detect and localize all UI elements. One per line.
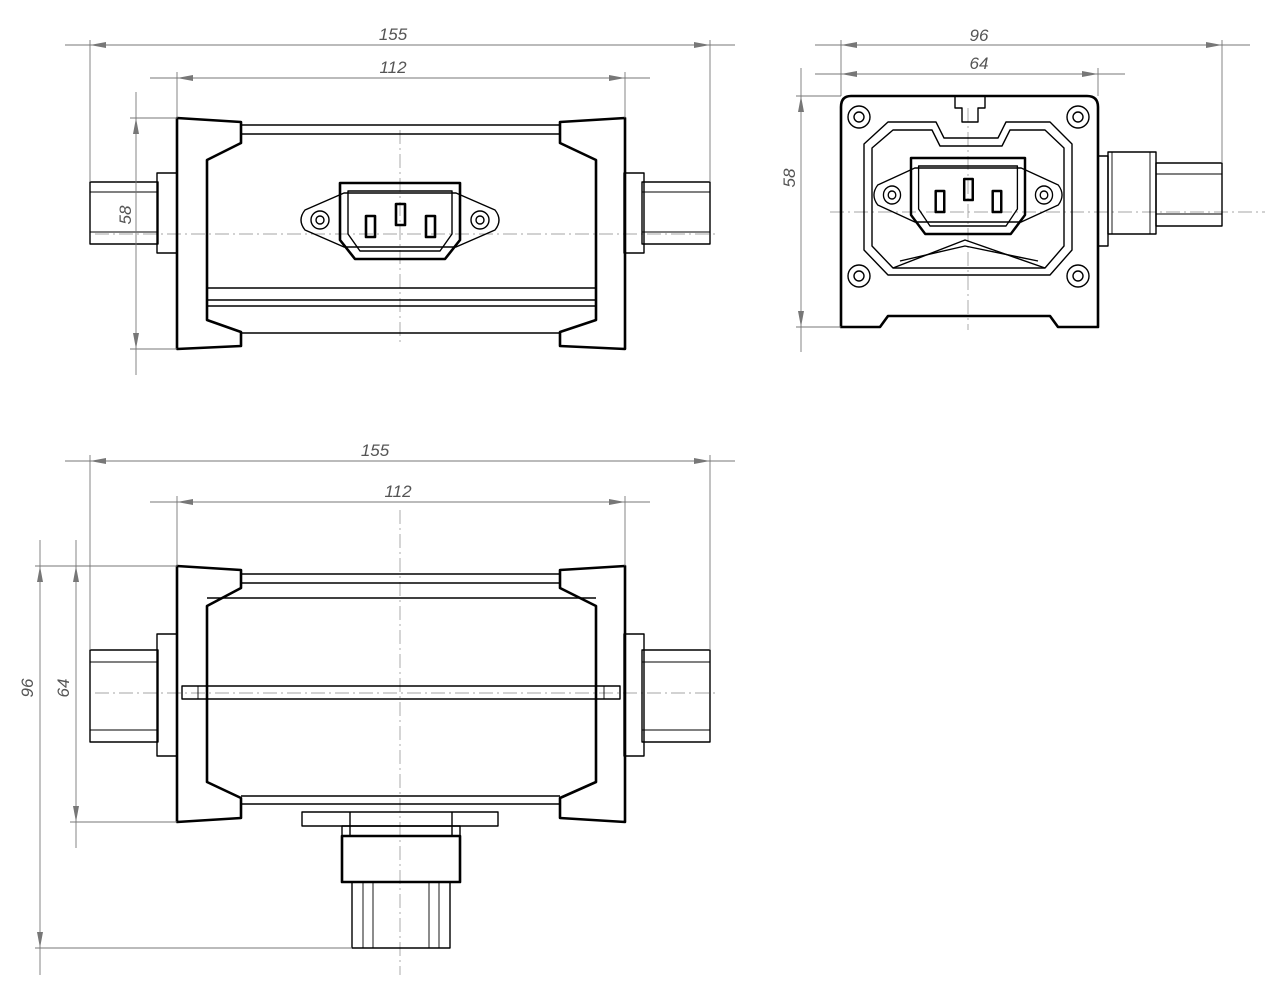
side-height: 58: [780, 168, 799, 187]
top-body-length: 112: [384, 482, 412, 501]
front-view: 155 112 58: [65, 25, 735, 375]
side-body-width: 64: [970, 54, 989, 73]
front-height: 58: [116, 205, 135, 224]
front-overall-length: 155: [379, 25, 408, 44]
side-overall-width: 96: [970, 26, 989, 45]
front-body-length: 112: [379, 58, 407, 77]
top-view: 155 112 96 64: [18, 441, 735, 975]
top-body-depth: 64: [54, 679, 73, 698]
side-view: 96 64 58: [780, 26, 1265, 352]
top-overall-depth: 96: [18, 678, 37, 697]
top-overall-length: 155: [361, 441, 390, 460]
